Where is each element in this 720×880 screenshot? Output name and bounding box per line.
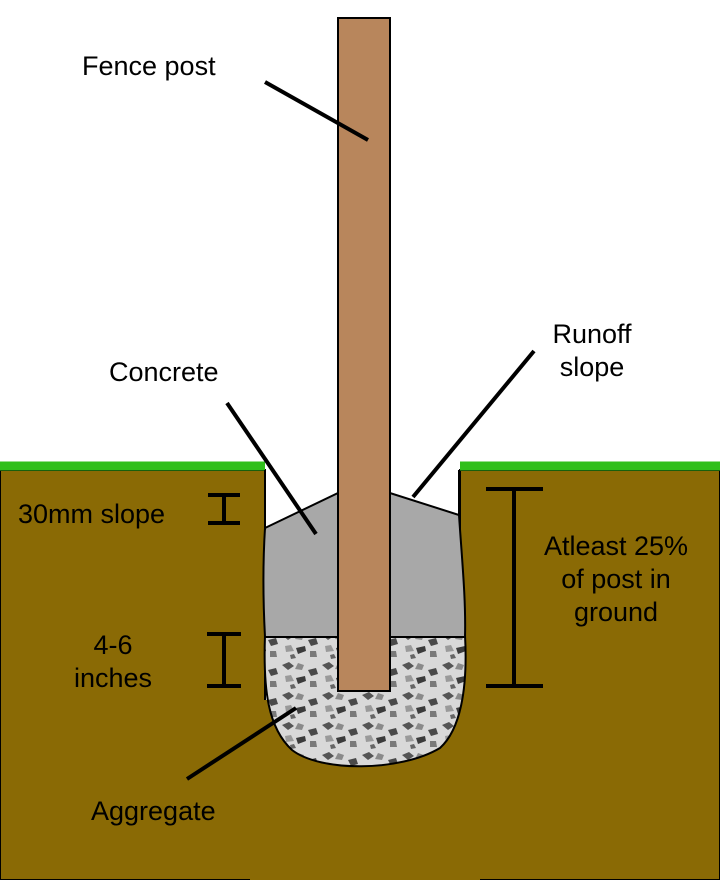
- runoff-label-line2: slope: [559, 352, 625, 382]
- ground-label-line1: Atleast 25%: [543, 531, 689, 561]
- runoff-label: Runoff slope: [537, 318, 647, 384]
- concrete-leader: [225, 401, 318, 536]
- runoff-label-line1: Runoff: [552, 319, 632, 349]
- runoff-leader: [411, 349, 536, 499]
- slope-label: 30mm slope: [18, 499, 166, 529]
- fence-post-label: Fence post: [82, 51, 216, 81]
- concrete-label: Concrete: [109, 357, 219, 387]
- ground-label-line3: ground: [573, 597, 659, 627]
- aggregate-leader: [185, 706, 298, 781]
- fence-post-leader: [264, 80, 369, 142]
- depth-marker: [207, 632, 241, 688]
- ground-label-line2: of post in: [561, 564, 671, 594]
- depth-label: 4-6 inches: [58, 629, 168, 695]
- fence-post: [337, 17, 391, 692]
- aggregate-label: Aggregate: [91, 796, 216, 826]
- aggregate-layer: [263, 634, 467, 768]
- depth-label-line1: 4-6: [93, 630, 133, 660]
- ground-label: Atleast 25% of post in ground: [521, 530, 711, 629]
- depth-label-line2: inches: [73, 663, 153, 693]
- ground-depth-marker: [486, 487, 543, 688]
- slope-marker: [208, 493, 240, 525]
